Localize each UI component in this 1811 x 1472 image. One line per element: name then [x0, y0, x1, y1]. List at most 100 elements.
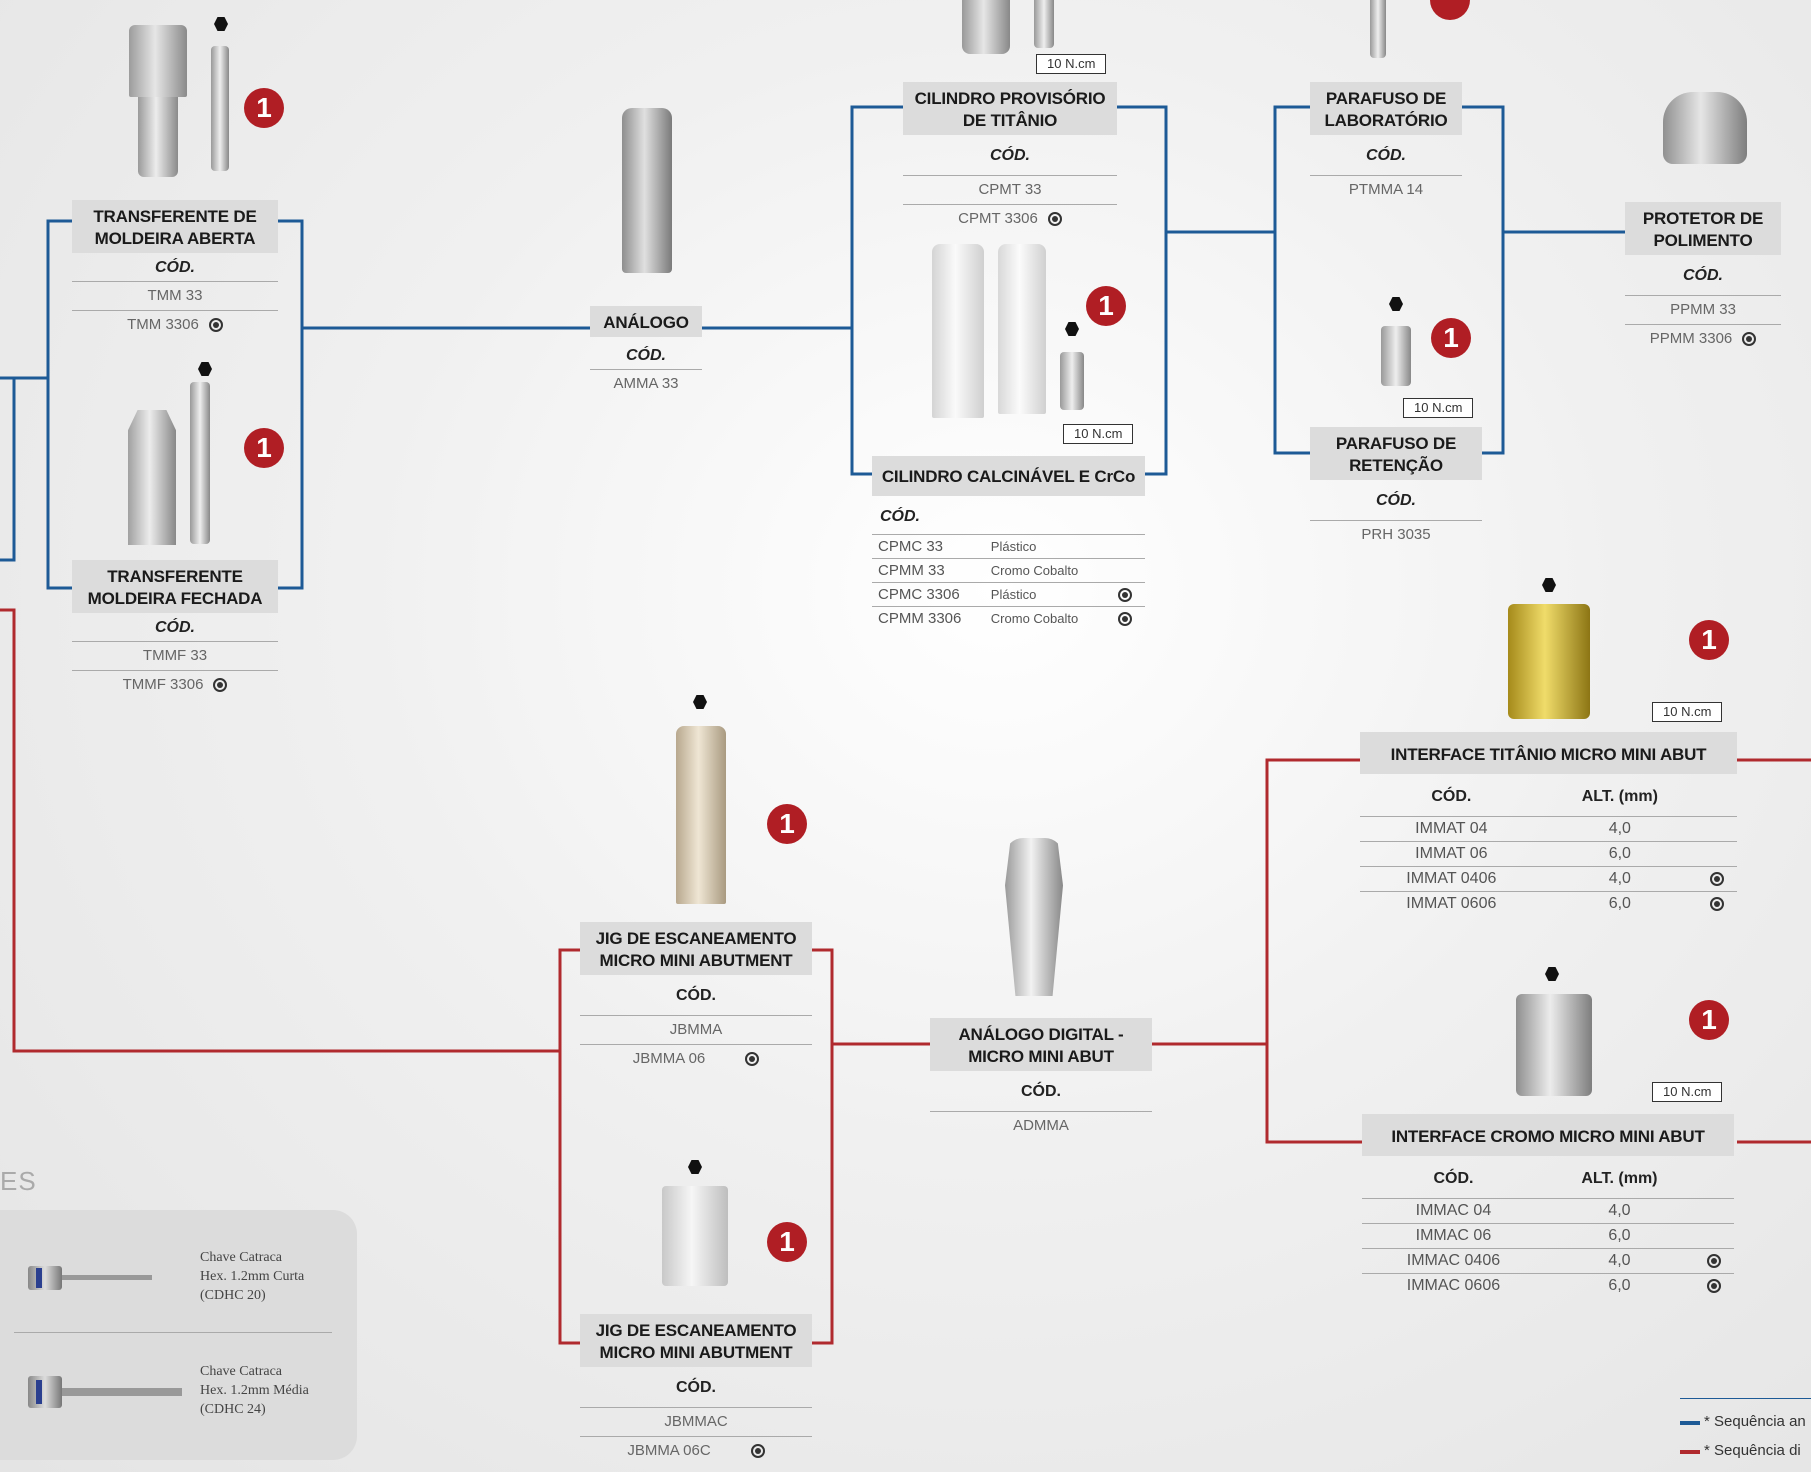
hex-driver-icon	[1707, 1278, 1721, 1293]
cod-label: CÓD.	[930, 1071, 1152, 1112]
card-transferente-fechada: TRANSFERENTE MOLDEIRA FECHADA CÓD. TMMF …	[72, 560, 278, 699]
protetor-polimento-image	[1663, 92, 1747, 164]
cod-label: CÓD.	[1310, 480, 1482, 521]
legend-blue-swatch	[1680, 1421, 1700, 1425]
cod-label: CÓD.	[1310, 135, 1462, 176]
hex-driver-icon	[1118, 588, 1133, 603]
card-jig-escaneamento: JIG DE ESCANEAMENTO MICRO MINI ABUTMENT …	[580, 922, 812, 1073]
hex-icon	[688, 1160, 702, 1174]
divider	[14, 1332, 332, 1333]
card-interface-cromo: INTERFACE CROMO MICRO MINI ABUT CÓD.ALT.…	[1362, 1114, 1734, 1298]
card-jig-escaneamento-c: JIG DE ESCANEAMENTO MICRO MINI ABUTMENT …	[580, 1314, 812, 1465]
code-row: CPMT 3306	[903, 205, 1117, 233]
badge-one: 1	[767, 804, 807, 844]
code-row: TMMF 3306	[72, 671, 278, 699]
hex-driver-icon	[750, 1444, 765, 1459]
interface-titanio-image	[1508, 604, 1590, 719]
card-interface-titanio: INTERFACE TITÂNIO MICRO MINI ABUT CÓD.AL…	[1360, 732, 1737, 916]
hex-icon	[1545, 967, 1559, 981]
card-title: CILINDRO PROVISÓRIO DE TITÂNIO	[903, 82, 1117, 135]
card-title: PARAFUSO DE LABORATÓRIO	[1310, 82, 1462, 135]
torque-label: 10 N.cm	[1652, 702, 1723, 722]
hex-driver-icon	[1118, 612, 1133, 627]
badge-one-cropped	[1430, 0, 1470, 20]
ratchet-key-short-image	[28, 1266, 153, 1290]
hex-icon	[693, 695, 707, 709]
jig-escaneamento-image	[676, 726, 726, 904]
card-protetor-polimento: PROTETOR DE POLIMENTO CÓD. PPMM 33 PPMM …	[1625, 202, 1781, 353]
legend-red-swatch	[1680, 1450, 1700, 1454]
hex-icon	[1065, 322, 1079, 336]
code-row: PPMM 3306	[1625, 325, 1781, 353]
card-title: PROTETOR DE POLIMENTO	[1625, 202, 1781, 255]
cod-label: CÓD.	[72, 613, 278, 642]
cod-label: CÓD.	[872, 496, 1145, 535]
card-title: JIG DE ESCANEAMENTO MICRO MINI ABUTMENT	[580, 1314, 812, 1367]
torque-label: 10 N.cm	[1403, 398, 1474, 418]
code-row: TMMF 33	[72, 642, 278, 671]
hex-driver-icon	[745, 1052, 760, 1067]
col-header: CÓD.	[1362, 1156, 1545, 1199]
code-row: JBMMAC	[580, 1408, 812, 1437]
badge-one: 1	[1689, 1000, 1729, 1040]
card-title: ANÁLOGO	[590, 306, 702, 337]
screw-image	[1060, 352, 1084, 410]
card-title: TRANSFERENTE MOLDEIRA FECHADA	[72, 560, 278, 613]
code-row: TMM 33	[72, 282, 278, 311]
hex-driver-icon	[1710, 896, 1724, 911]
cod-label: CÓD.	[580, 1367, 812, 1408]
legend-blue-label: * Sequência an	[1704, 1413, 1806, 1430]
code-row: ADMMA	[1013, 1117, 1069, 1134]
legend-red-label: * Sequência di	[1704, 1442, 1801, 1459]
badge-one: 1	[767, 1222, 807, 1262]
card-title: CILINDRO CALCINÁVEL E CrCo	[872, 456, 1145, 496]
cilindro-crco-image	[998, 244, 1046, 414]
cod-label: CÓD.	[580, 975, 812, 1016]
badge-one: 1	[244, 428, 284, 468]
hex-driver-icon	[208, 318, 223, 333]
cilindro-calcinavel-image	[932, 244, 984, 418]
screw-image	[1034, 0, 1054, 48]
card-title: INTERFACE CROMO MICRO MINI ABUT	[1362, 1114, 1734, 1156]
card-parafuso-laboratorio: PARAFUSO DE LABORATÓRIO CÓD. PTMMA 14	[1310, 82, 1462, 204]
jig-escaneamento-crco-image	[662, 1186, 728, 1286]
transfer-fechada-image	[128, 410, 176, 545]
cilindro-provisorio-image	[962, 0, 1010, 54]
code-row: PPMM 33	[1625, 296, 1781, 325]
code-row: CPMT 33	[903, 176, 1117, 205]
hex-driver-icon	[1047, 212, 1062, 227]
card-title: PARAFUSO DE RETENÇÃO	[1310, 427, 1482, 480]
card-analogo: ANÁLOGO CÓD. AMMA 33	[590, 306, 702, 398]
torque-label: 10 N.cm	[1036, 54, 1107, 74]
code-row: JBMMA 06C	[580, 1437, 812, 1465]
card-title: TRANSFERENTE DE MOLDEIRA ABERTA	[72, 200, 278, 253]
code-row: AMMA 33	[613, 375, 679, 392]
interface-cromo-image	[1516, 994, 1592, 1096]
cod-label: CÓD.	[1625, 255, 1781, 296]
card-cilindro-provisorio: CILINDRO PROVISÓRIO DE TITÂNIO CÓD. CPMT…	[903, 82, 1117, 233]
hex-driver-icon	[1742, 332, 1757, 347]
hex-icon	[1389, 297, 1403, 311]
badge-one: 1	[1086, 286, 1126, 326]
analogo-digital-image	[1005, 838, 1063, 996]
col-header: ALT. (mm)	[1542, 774, 1697, 817]
screw-long-image	[211, 46, 229, 171]
hex-icon	[214, 17, 228, 31]
cod-label: CÓD.	[590, 337, 702, 370]
analogo-image	[622, 108, 672, 273]
